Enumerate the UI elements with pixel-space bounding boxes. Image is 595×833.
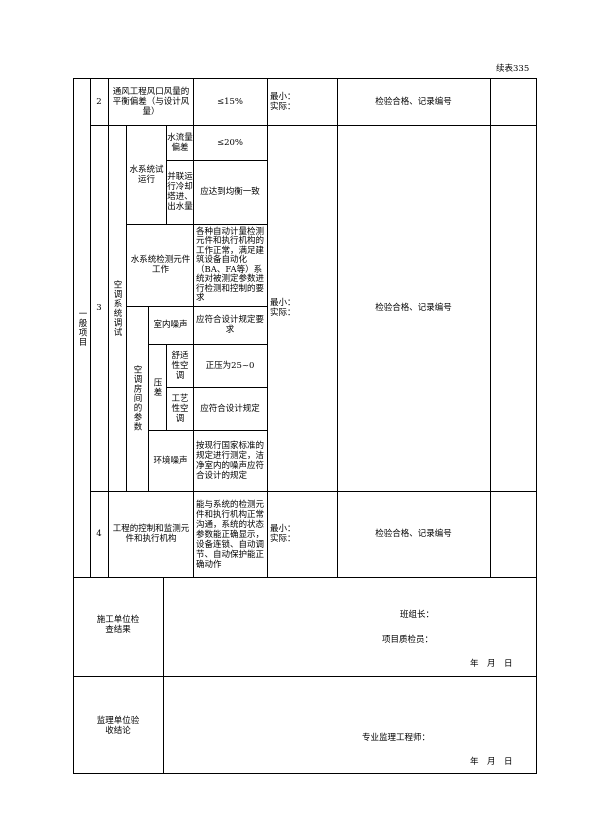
row4-result: 检验合格、记录编号 [375, 529, 452, 539]
construction-date: 年 月 日 [470, 659, 513, 669]
row4-requirement: 能与系统的检测元件和执行机构正常沟通，系统的状态参数能正确显示，设备连锁、自动调… [196, 499, 265, 570]
indoor-noise-requirement: 应符合设计规定要求 [195, 315, 264, 335]
row2-item: 通风工程风口风量的平衡偏差（与设计风量） [112, 86, 190, 117]
monitor-label: 水系统检测元件工作 [130, 255, 191, 275]
continuation-label: 续表335 [496, 64, 530, 74]
water-flow-label: 水流量偏差 [167, 132, 193, 153]
row4-number: 4 [96, 529, 102, 539]
cooling-tower-label: 并联运行冷却塔进、出水量 [167, 172, 193, 212]
row4-measure: 最小： 实际： [270, 524, 296, 544]
indoor-noise-label: 室内噪声 [153, 320, 188, 330]
supervision-date: 年 月 日 [470, 757, 513, 767]
comfort-ac-requirement: 正压为25~0 [205, 360, 255, 371]
row2-requirement: ≤15% [216, 96, 243, 107]
supervision-label: 监理单位验收结论 [96, 716, 140, 736]
construction-label: 施工单位检查结果 [96, 615, 140, 635]
env-noise-label: 环境噪声 [153, 455, 188, 466]
monitor-requirement: 各种自动计量检测元件和执行机构的工作正常，满足建筑设备自动化（BA、FA等）系统… [196, 226, 265, 303]
row3-number: 3 [96, 303, 102, 313]
construction-leader: 班组长： [400, 610, 435, 620]
row4-item: 工程的控制和监测元件和执行机构 [112, 524, 190, 544]
row2-number: 2 [96, 96, 102, 107]
water-system-label: 水系统试运行 [129, 164, 164, 185]
cooling-tower-requirement: 应达到均衡一致 [200, 187, 260, 197]
row2-measure: 最小： 实际： [270, 91, 296, 112]
construction-inspector: 项目质检员： [382, 635, 434, 645]
general-items-label: 一般项目 [77, 308, 87, 347]
water-flow-requirement: ≤20% [216, 137, 243, 148]
pressure-label: 压差 [152, 377, 162, 397]
comfort-ac-label: 舒适性空调 [171, 350, 189, 381]
row3-group: 空调系统调试 [112, 279, 122, 337]
process-ac-requirement: 应符合设计规定 [200, 403, 260, 414]
supervision-engineer: 专业监理工程师： [362, 733, 431, 743]
process-ac-label: 工艺性空调 [171, 393, 189, 424]
room-params-label: 空调房间的参数 [132, 365, 142, 432]
env-noise-requirement: 按现行国家标准的规定进行测定，洁净室内的噪声应符合设计的规定 [196, 441, 265, 481]
row2-result: 检验合格、记录编号 [375, 96, 452, 107]
row3-measure: 最小： 实际： [270, 298, 296, 318]
row3-result: 检验合格、记录编号 [375, 303, 452, 313]
